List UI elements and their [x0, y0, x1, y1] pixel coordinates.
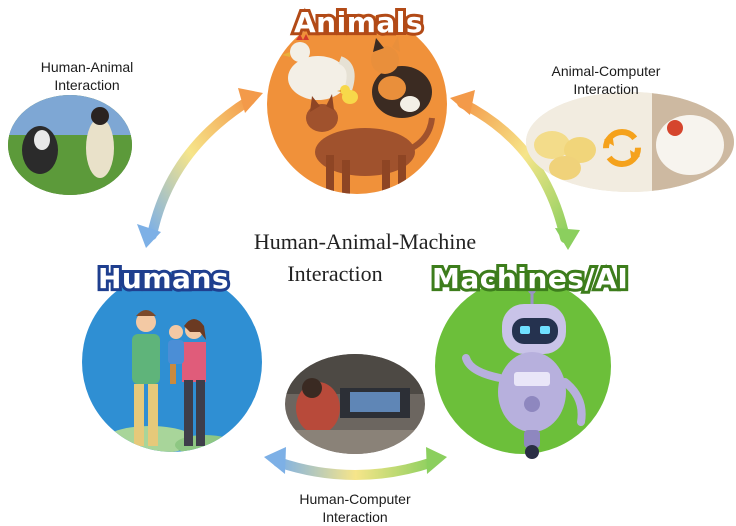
double-arrow-icon	[450, 90, 580, 250]
center-title: Human-Animal-Machine Interaction	[200, 226, 530, 290]
animal-computer-label: Animal-Computer Interaction	[551, 63, 661, 97]
center-title-line1: Human-Animal-Machine	[253, 229, 477, 254]
machines-label: Machines/AI	[429, 259, 631, 298]
center-title-line2: Interaction	[287, 261, 383, 286]
photo-human-animal	[8, 95, 132, 195]
animals-circle	[267, 14, 447, 194]
family-icon	[132, 310, 206, 446]
machines-circle	[435, 278, 611, 459]
humans-label: Humans	[95, 259, 232, 298]
human-computer-label: Human-Computer Interaction	[299, 491, 411, 525]
chicken-icon	[282, 34, 355, 100]
double-arrow-icon	[137, 88, 263, 248]
double-arrow-icon	[264, 447, 447, 480]
photo-human-computer	[285, 354, 425, 454]
chick-icon	[337, 85, 358, 104]
dog-icon	[306, 94, 435, 194]
animals-label: Animals	[291, 3, 426, 42]
cycle-arrows-icon	[603, 129, 641, 167]
cat-icon	[371, 36, 432, 118]
human-animal-label: Human-Animal Interaction	[40, 59, 134, 93]
humans-circle	[82, 272, 262, 452]
photo-animal-computer	[526, 92, 734, 192]
robot-icon	[462, 286, 586, 459]
